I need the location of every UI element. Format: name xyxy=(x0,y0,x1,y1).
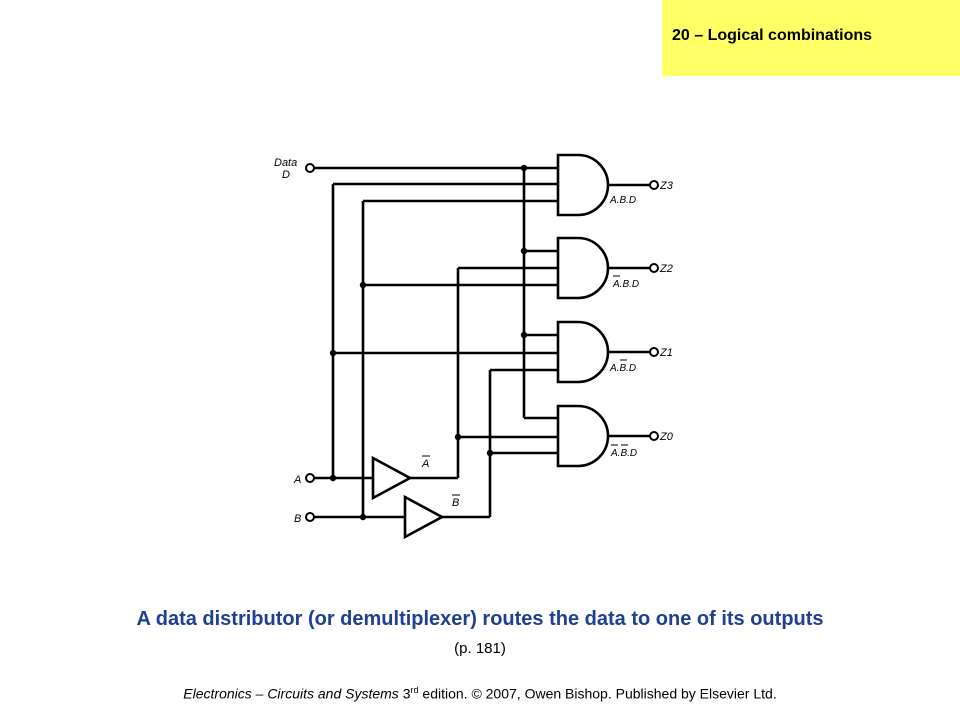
page-reference: (p. 181) xyxy=(454,640,506,657)
data-label: Data xyxy=(274,157,297,169)
footer-book-title: Electronics – Circuits and Systems xyxy=(183,685,399,702)
and-gate-z3 xyxy=(556,153,610,217)
output-z0-label: Z0 xyxy=(659,431,674,443)
and-gate-z2 xyxy=(556,236,610,300)
not-gate-b xyxy=(403,494,445,540)
input-a-label: A xyxy=(293,474,301,486)
expr-z3: A.B.D xyxy=(609,195,636,206)
slide-title: 20 – Logical combinations xyxy=(672,27,873,44)
terminals xyxy=(305,163,659,522)
expr-z1: A.B.D xyxy=(609,363,636,374)
circuit-wires xyxy=(314,166,650,519)
junction-dots xyxy=(329,164,528,521)
demultiplexer-diagram: Data D A B A B Z3 Z2 Z1 Z0 A.B.D A.B.D A… xyxy=(274,153,674,540)
output-z2-label: Z2 xyxy=(659,263,673,275)
a-bar-label: A xyxy=(421,458,429,470)
not-gate-a xyxy=(371,455,413,501)
and-gate-z1 xyxy=(556,320,610,384)
footer-edition-suffix: rd xyxy=(410,685,419,695)
expr-z2: A.B.D xyxy=(612,279,639,290)
output-z3-label: Z3 xyxy=(659,180,674,192)
footer-citation: Electronics – Circuits and Systems 3rd e… xyxy=(0,685,960,702)
b-bar-label: B xyxy=(452,497,459,509)
title-box: 20 – Logical combinations xyxy=(662,0,960,76)
and-gate-z0 xyxy=(556,404,610,468)
expression-overbars xyxy=(611,275,628,446)
expr-z0: A.B.D xyxy=(610,448,637,459)
caption: A data distributor (or demultiplexer) ro… xyxy=(136,608,824,630)
output-z1-label: Z1 xyxy=(659,347,673,359)
footer-publisher: edition. © 2007, Owen Bishop. Published … xyxy=(418,685,777,702)
input-b-label: B xyxy=(294,513,301,525)
footer-edition-number: 3 xyxy=(398,685,411,702)
data-symbol: D xyxy=(282,169,290,181)
